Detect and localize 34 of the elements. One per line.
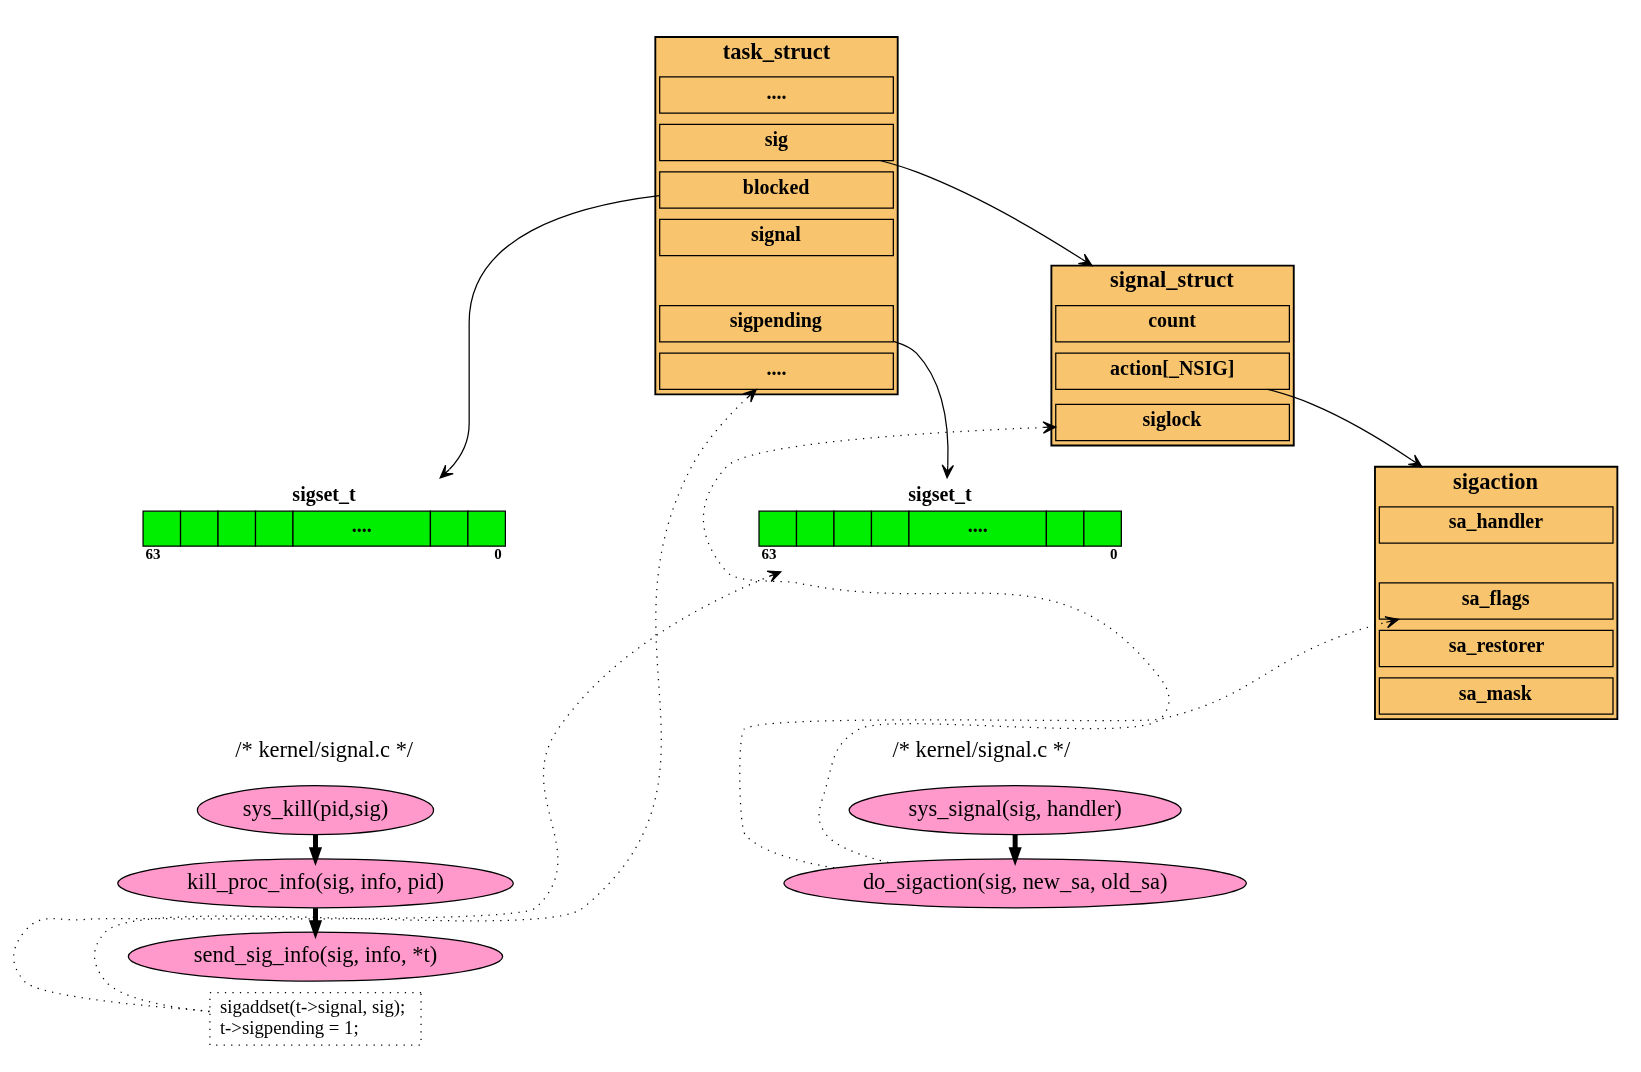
- node-ellipse: sys_signal(sig, handler): [848, 785, 1182, 836]
- node-box: sa_flags: [1378, 582, 1614, 620]
- node-box: action[_NSIG]: [1055, 352, 1290, 390]
- node-ellipse: sys_kill(pid,sig): [196, 785, 435, 836]
- arrow: [93, 388, 757, 1013]
- arrow: [13, 570, 782, 1012]
- node-label: 63: [761, 546, 777, 563]
- node-label: sigset_t: [292, 482, 356, 505]
- node-box: signal: [659, 218, 894, 257]
- node-box: siglock: [1055, 403, 1290, 442]
- node-box: sig: [659, 123, 894, 162]
- node-label: sigset_t: [908, 482, 972, 505]
- label: /* kernel/signal.c */: [892, 737, 1071, 763]
- node-box: ....: [659, 352, 894, 390]
- arrow: [880, 160, 1093, 267]
- arrow: [439, 195, 661, 479]
- node-box: sigpending: [659, 305, 894, 343]
- arrow: [893, 340, 955, 479]
- label: /* kernel/signal.c */: [235, 737, 414, 763]
- arrow: [702, 421, 1170, 864]
- node-ellipse: do_sigaction(sig, new_sa, old_sa): [783, 858, 1247, 909]
- node-ellipse: kill_proc_info(sig, info, pid): [117, 858, 514, 909]
- node-ellipse: send_sig_info(sig, info, *t): [127, 931, 504, 982]
- node-box: sigaddset(t->signal, sig); t->sigpending = 1;: [209, 991, 422, 1046]
- node-box: ....: [659, 76, 894, 114]
- node-box: sa_mask: [1378, 677, 1614, 715]
- node-label: 63: [145, 546, 161, 563]
- node-label: 0: [494, 546, 502, 563]
- node-box: count: [1055, 305, 1290, 343]
- node-box: sa_handler: [1378, 506, 1614, 544]
- node-box: sa_restorer: [1378, 629, 1614, 668]
- node-box: blocked: [659, 171, 894, 209]
- node-label: 0: [1110, 546, 1118, 563]
- arrow: [739, 616, 1400, 869]
